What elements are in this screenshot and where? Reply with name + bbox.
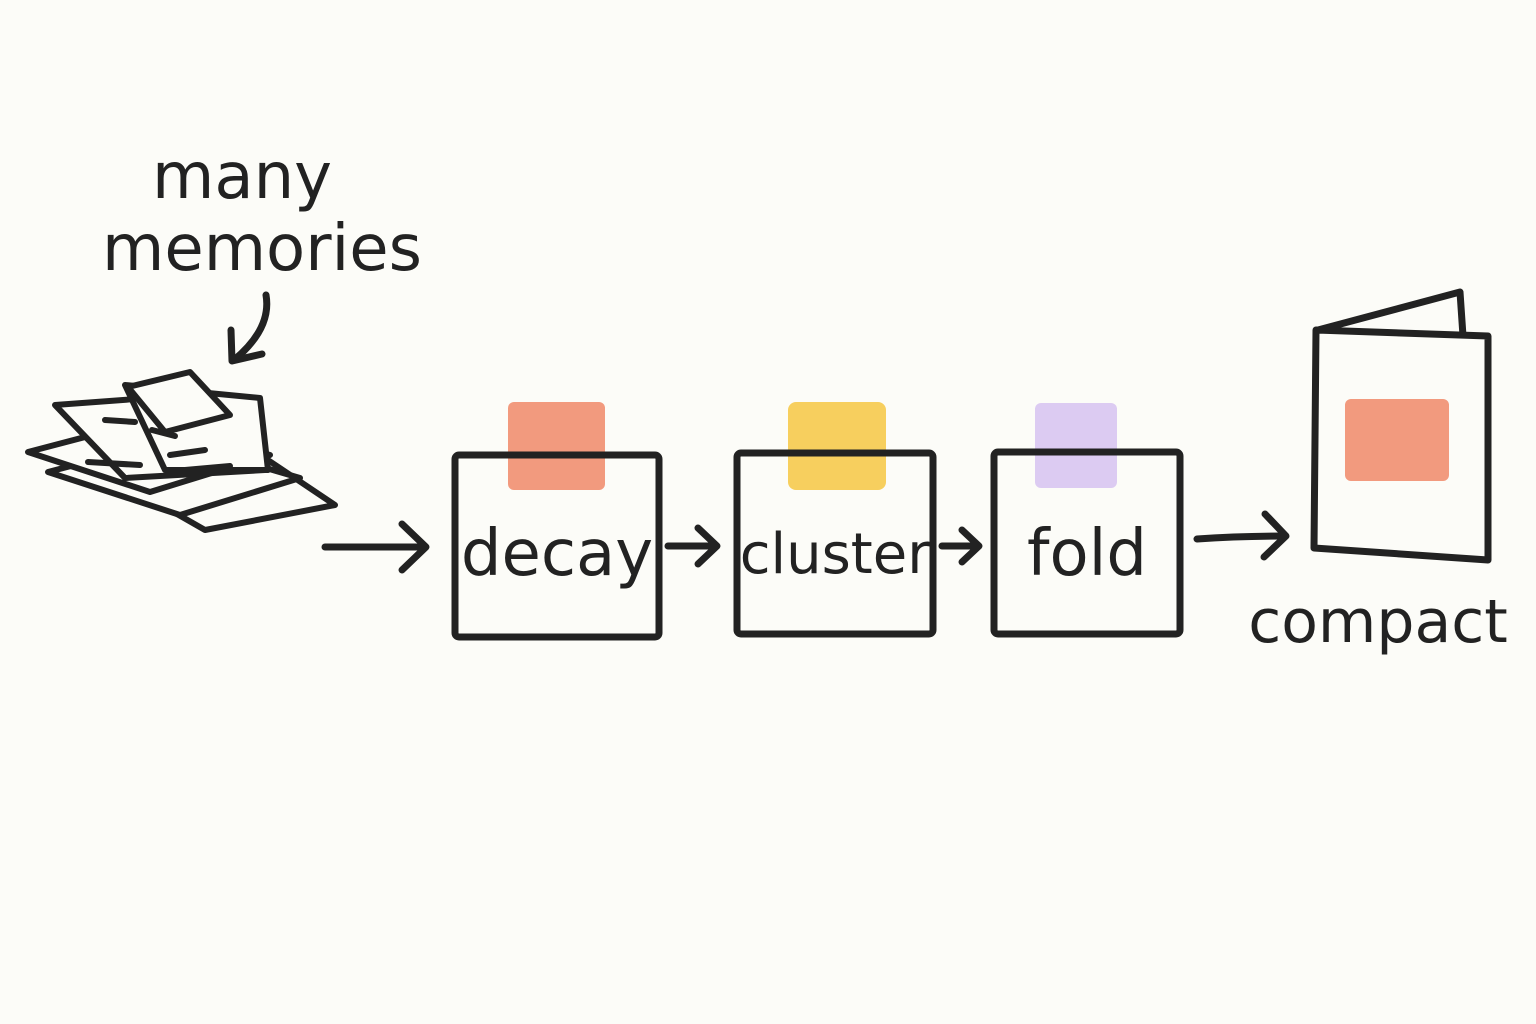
source-label: many memories [102,140,422,286]
stage-decay: decay [451,402,663,641]
stage-cluster-box [733,449,937,638]
stage-cluster-label: cluster [740,522,931,587]
stage-fold-label: fold [1027,517,1147,591]
stage-fold-box [990,448,1184,638]
source-label-line2: memories [102,212,422,286]
compact-label: compact [1248,587,1508,657]
stage-cluster: cluster [733,402,937,638]
compact-document-icon [1310,288,1492,564]
stage-decay-box [451,451,663,641]
stage-fold-tab [1035,403,1117,488]
arrow-fold-to-compact [1193,510,1290,561]
compact-document-patch [1345,399,1449,481]
stage-cluster-tab [788,402,886,490]
arrow-decay-to-cluster [664,524,721,568]
arrow-cluster-to-fold [938,526,983,566]
source-label-line1: many [152,140,332,214]
arrow-pile-to-decay [321,520,430,574]
stage-decay-label: decay [461,517,653,591]
compact-document-back-page [1314,288,1467,340]
memory-pile-icon [25,369,338,533]
stage-fold: fold [990,403,1184,638]
stage-decay-tab [508,402,605,490]
source-pointer-arrow [227,291,271,365]
